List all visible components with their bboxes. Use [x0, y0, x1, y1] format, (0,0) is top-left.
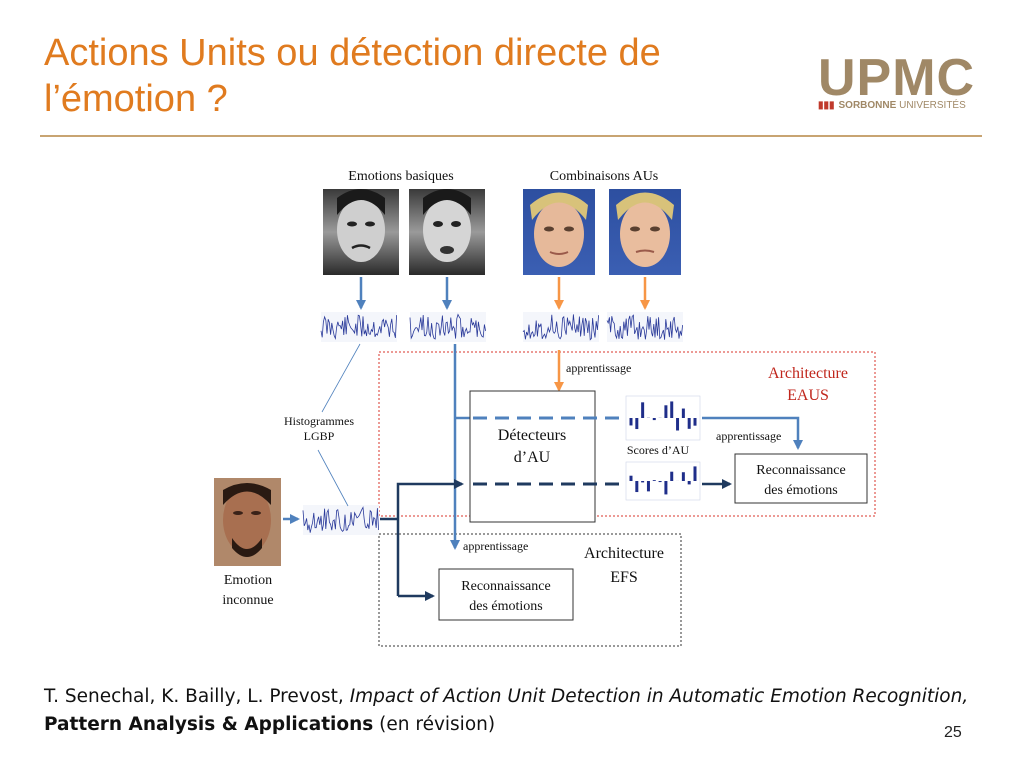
histogram-signal: [409, 313, 486, 340]
face-image-basic-1: [323, 189, 399, 275]
citation-title: Impact of Action Unit Detection in Autom…: [349, 686, 969, 707]
unknown-emotion-label-line1: Emotion: [224, 573, 272, 588]
slide-title: Actions Units ou détection directe de l’…: [44, 32, 661, 120]
face-image-au-1: [523, 189, 595, 275]
learning-label-bottom: apprentissage: [463, 539, 528, 553]
histogram-signal: [320, 314, 397, 341]
citation-journal: Pattern Analysis & Applications: [44, 714, 374, 735]
page-number: 25: [944, 724, 962, 741]
recognition-box-eaus: [734, 453, 868, 504]
histogram-signal: [522, 314, 599, 341]
recognition-efs-line2: des émotions: [469, 599, 543, 614]
au-detectors-label-line2: d’AU: [514, 449, 551, 466]
efs-label-line1: Architecture: [584, 545, 664, 562]
citation-status: (en révision): [373, 714, 496, 735]
basic-emotions-label: Emotions basiques: [348, 169, 453, 184]
recognition-eaus-line2: des émotions: [764, 483, 838, 498]
arrow-unknown-to-detectors: [396, 479, 464, 596]
histograms-label-line1: Histogrammes: [284, 414, 354, 428]
logo-subtitle: ▮▮▮SORBONNE UNIVERSITÉS: [818, 100, 966, 111]
logo-sub-light: UNIVERSITÉS: [899, 100, 966, 111]
face-image-au-2: [609, 189, 681, 275]
eaus-label-line2: EAUS: [787, 387, 829, 404]
citation-authors: T. Senechal, K. Bailly, L. Prevost,: [44, 686, 350, 707]
callout-line-bottom: [317, 449, 349, 507]
arrow-scores-to-right-recognition: [702, 416, 803, 450]
au-detectors-box: [469, 390, 596, 523]
eaus-architecture-box: [378, 351, 876, 517]
lgbp-histograms: [302, 312, 683, 535]
efs-architecture-box: [378, 533, 682, 647]
logo-mark-icon: ▮▮▮: [818, 100, 835, 111]
au-score-frame: [625, 395, 701, 441]
recognition-efs-line1: Reconnaissance: [461, 579, 550, 594]
histogram-frame: [303, 505, 379, 535]
au-score-frame: [625, 461, 701, 501]
histogram-signal: [606, 314, 683, 340]
upmc-logo: UPMC ▮▮▮SORBONNE UNIVERSITÉS: [818, 52, 988, 114]
eaus-label-line1: Architecture: [768, 365, 848, 382]
unknown-emotion-label-line2: inconnue: [222, 593, 273, 608]
title-divider: [40, 135, 982, 137]
face-image-unknown: [214, 478, 281, 566]
learning-label-top: apprentissage: [566, 361, 631, 375]
au-score-plots: [625, 395, 701, 501]
au-scores-label: Scores d’AU: [627, 443, 690, 457]
recognition-box-efs: [438, 568, 574, 621]
histograms-label-line2: LGBP: [304, 429, 335, 443]
logo-wordmark: UPMC: [818, 49, 976, 107]
histogram-signal: [302, 506, 379, 533]
face-image-basic-2: [409, 189, 485, 275]
learning-label-right: apprentissage: [716, 429, 781, 443]
recognition-eaus-line1: Reconnaissance: [756, 463, 845, 478]
au-detectors-label-line1: Détecteurs: [498, 427, 566, 444]
efs-label-line2: EFS: [610, 569, 638, 586]
callout-line-top: [321, 343, 361, 413]
logo-sub-bold: SORBONNE: [838, 100, 897, 111]
au-combinations-label: Combinaisons AUs: [550, 169, 659, 184]
citation: T. Senechal, K. Bailly, L. Prevost, Impa…: [44, 683, 984, 739]
